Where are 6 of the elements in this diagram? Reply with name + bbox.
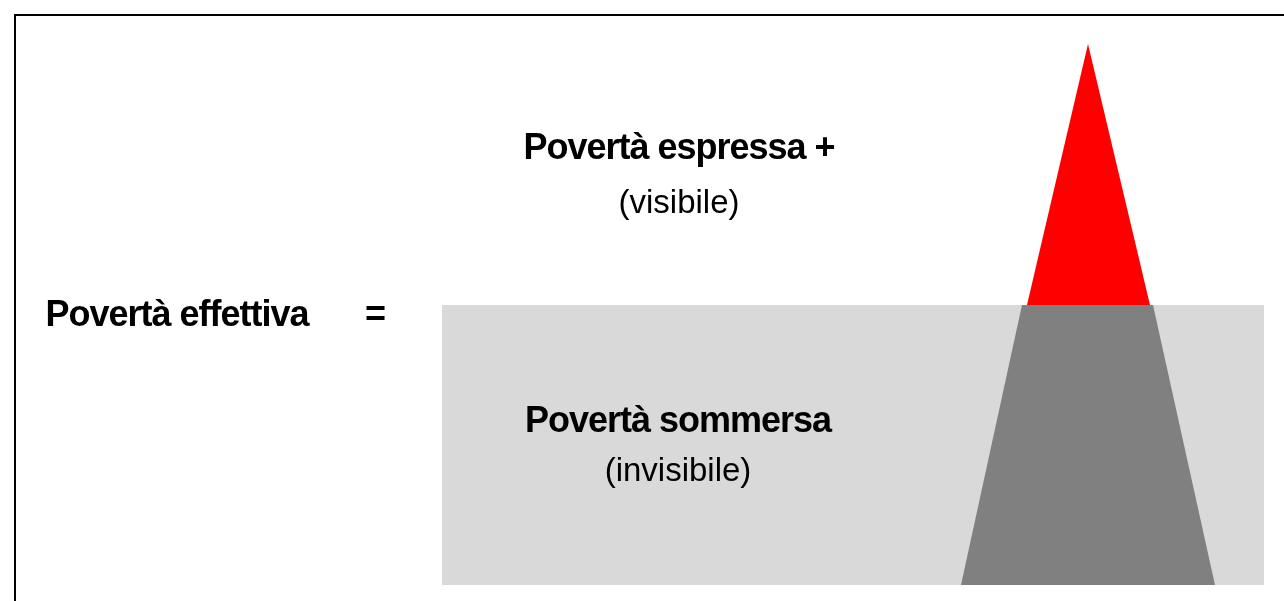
caption-text: (visibile) [618,184,740,221]
heading-text: Povertà sommersa [524,400,832,440]
heading-text: Povertà espressa + [523,127,835,167]
body-text: (invisibile) [604,452,752,489]
equals-sign: = [365,294,385,334]
heading-text: Povertà effettiva [45,294,309,334]
